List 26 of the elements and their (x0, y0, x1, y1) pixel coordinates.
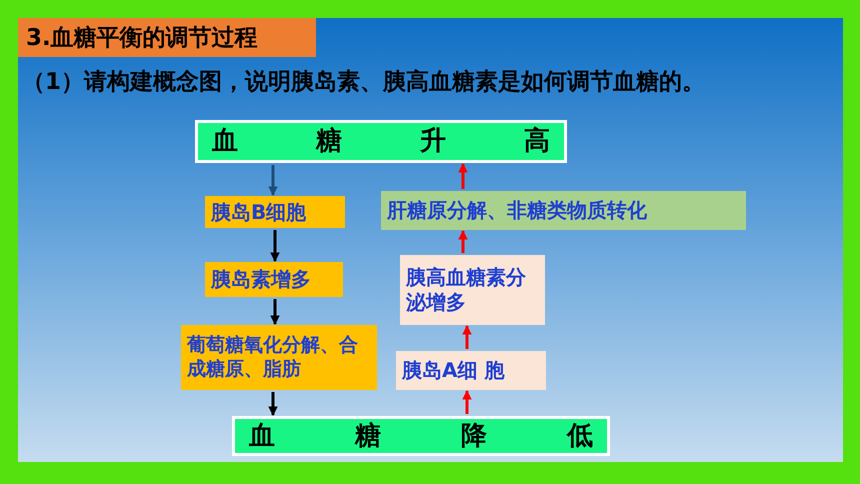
arrow (268, 165, 278, 196)
box-text: 胰岛素增多 (211, 267, 312, 292)
question-text: （1）请构建概念图，说明胰岛素、胰高血糖素是如何调节血糖的。 (22, 68, 706, 97)
box-text: 葡萄糖氧化分解、合成糖原、脂肪 (187, 334, 359, 382)
box-title: 血 糖 降 低 (249, 420, 593, 452)
arrow (270, 230, 280, 262)
arrow (268, 392, 278, 416)
result-box (195, 120, 567, 163)
box-text: 胰岛B细胞 (211, 200, 308, 224)
process-box (400, 255, 545, 325)
section-heading: 3.血糖平衡的调节过程 (18, 18, 316, 57)
arrow (458, 163, 468, 189)
process-box (381, 191, 746, 230)
process-box (181, 325, 377, 390)
arrow (270, 299, 280, 325)
arrow (462, 325, 472, 349)
arrow (458, 230, 468, 253)
box-text: 胰高血糖素分泌增多 (406, 265, 527, 315)
result-box (232, 416, 610, 456)
box-text: 肝糖原分解、非糖类物质转化 (387, 198, 648, 223)
process-box (205, 262, 343, 297)
process-box (205, 196, 345, 228)
process-box (396, 351, 546, 390)
arrow (462, 390, 472, 414)
box-title: 血 糖 升 高 (212, 125, 550, 158)
box-text: 胰岛A细 胞 (402, 358, 506, 383)
